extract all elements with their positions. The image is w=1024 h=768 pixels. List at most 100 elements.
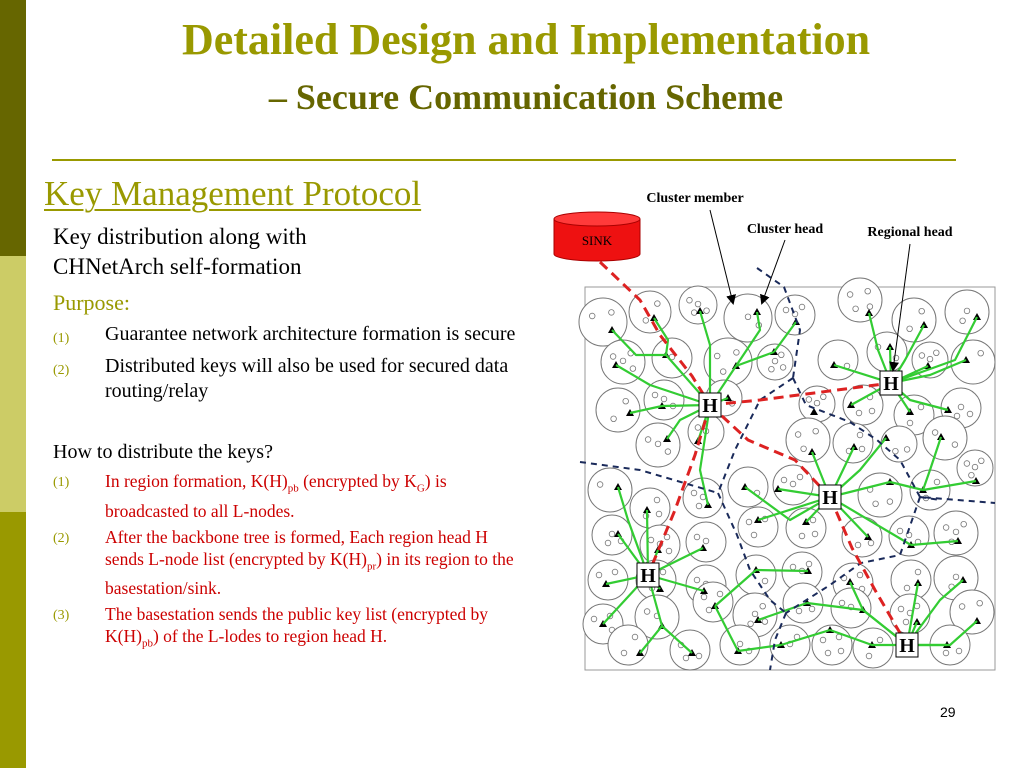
cluster — [888, 515, 930, 557]
cluster-member-node — [809, 516, 817, 524]
cluster-member-node — [854, 541, 862, 549]
key-distribution-steps: (1) In region formation, K(H)pb (encrypt… — [53, 470, 523, 659]
cluster-member-node — [903, 446, 911, 453]
cluster — [607, 624, 649, 666]
cluster-member-node — [595, 571, 603, 579]
cluster-member-node — [622, 398, 629, 405]
cluster-link — [744, 486, 831, 522]
cluster-member-node — [631, 633, 639, 641]
cluster-member-node — [942, 524, 950, 531]
cluster-member-node — [736, 640, 744, 648]
cluster-member-node — [744, 313, 752, 320]
cluster-link — [921, 436, 943, 491]
step-text: In region formation, K(H) — [105, 471, 288, 491]
region-boundary — [769, 612, 787, 671]
cluster-member-node — [917, 403, 925, 411]
backbone-link — [828, 496, 909, 646]
cluster-member-node — [702, 537, 710, 545]
cluster-member-node — [951, 441, 959, 448]
cluster-circle — [909, 469, 951, 511]
cluster-head-node — [886, 343, 894, 350]
cluster-circle — [735, 554, 777, 596]
cluster — [769, 624, 811, 666]
cluster-member-node — [720, 368, 727, 375]
cluster-link — [629, 404, 663, 415]
backbone-layer — [598, 260, 909, 646]
cluster-member-node — [745, 518, 753, 526]
cluster-member-node — [852, 305, 859, 312]
cluster-member-node — [620, 649, 628, 657]
cluster-member-node — [654, 300, 661, 307]
cluster-circle — [857, 472, 903, 518]
cluster-member-node — [759, 603, 766, 610]
cluster-member-node — [750, 531, 758, 539]
cluster-member-node — [906, 419, 914, 427]
cluster-member-node — [693, 533, 701, 541]
cluster-member-node — [682, 654, 690, 662]
cluster — [735, 554, 777, 596]
cluster-member-node — [959, 317, 966, 324]
cluster-head-node — [808, 448, 816, 455]
cluster-circle — [842, 384, 884, 426]
cluster-link — [616, 486, 650, 576]
cluster-link — [611, 329, 711, 406]
sidebar-strip-middle — [0, 256, 26, 512]
cluster-head-node — [753, 308, 761, 315]
cluster-circle — [922, 415, 968, 461]
cluster-member-node — [779, 364, 787, 371]
cluster-member-node — [855, 409, 863, 417]
cluster-head-arrow — [760, 239, 786, 305]
cluster-member-node — [780, 476, 788, 484]
cluster — [949, 589, 995, 635]
purpose-label: Purpose: — [53, 290, 130, 315]
cluster-member-node — [798, 532, 806, 540]
region-boundary — [919, 496, 941, 501]
cluster — [723, 293, 773, 343]
cluster-circle — [950, 339, 996, 385]
cluster-link — [922, 479, 977, 492]
cluster-member-node — [610, 415, 617, 422]
cluster-member-node — [813, 399, 821, 407]
list-number: (2) — [53, 363, 70, 378]
step-text: ) is broadcasted to all L-nodes. — [105, 471, 447, 521]
step-item: (3) The basestation sends the public key… — [53, 603, 523, 655]
cluster — [785, 507, 827, 549]
cluster — [772, 464, 814, 506]
cluster — [595, 387, 641, 433]
cluster-member-node — [644, 436, 652, 443]
step-text: (encrypted by K — [298, 471, 417, 491]
cluster-circle — [595, 387, 641, 433]
cluster-member-node — [761, 577, 769, 585]
cluster-link — [757, 495, 831, 522]
cluster-member-node — [695, 502, 703, 510]
cluster-member-node — [960, 521, 967, 528]
cluster — [635, 422, 681, 468]
cluster — [719, 624, 761, 666]
region-head-node: H — [895, 632, 919, 658]
cluster-member-node — [733, 349, 740, 356]
cluster-member-node — [808, 605, 816, 613]
cluster-member-node — [866, 303, 874, 310]
cluster-member-node — [926, 355, 934, 363]
cluster-member-node — [655, 510, 663, 518]
cluster-member-node — [714, 352, 721, 360]
cluster-link — [829, 496, 912, 546]
howto-label: How to distribute the keys? — [53, 441, 273, 463]
backbone-link — [709, 381, 892, 407]
cluster-member-node — [968, 472, 975, 479]
cluster-member-node — [978, 457, 985, 464]
subscript: G — [416, 482, 425, 495]
cluster-member-node — [705, 606, 713, 614]
backbone-link — [646, 404, 712, 576]
subscript: pb — [141, 637, 153, 650]
cluster-member-node — [838, 599, 846, 607]
cluster-member-node — [918, 352, 926, 359]
cluster-member-node — [955, 647, 963, 655]
cluster-member-node — [865, 652, 873, 660]
cluster-member-node — [659, 568, 667, 576]
cluster-member-node — [643, 608, 651, 615]
cluster-member-node — [914, 568, 922, 576]
step-text: ) of the L-lodes to region head H. — [152, 626, 388, 646]
intro-text: Key distribution along with CHNetArch se… — [53, 224, 307, 279]
